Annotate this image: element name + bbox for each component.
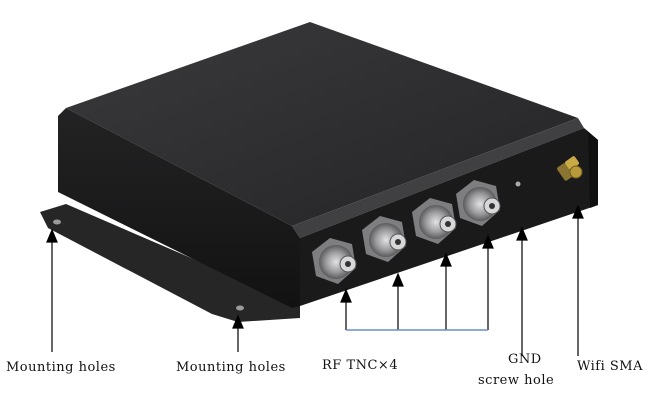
label-gnd: GND: [508, 352, 542, 367]
tnc-connector-icon: [362, 216, 407, 262]
screw-hole-icon: [515, 181, 521, 187]
callout-arrows: [46, 204, 584, 356]
tnc-connector-icon: [456, 180, 501, 226]
label-mounting-holes-right: Mounting holes: [176, 360, 286, 375]
label-mounting-holes-left: Mounting holes: [6, 360, 116, 375]
label-screw-hole: screw hole: [478, 373, 555, 388]
sma-connector-icon: [557, 156, 583, 181]
mounting-hole-right-icon: [236, 305, 244, 311]
enclosure-top-bevel: [292, 118, 584, 238]
tnc-connector-icon: [312, 238, 357, 284]
tnc-connector-icon: [412, 198, 457, 244]
enclosure-side-wall: [584, 128, 598, 208]
mounting-hole-left-icon: [53, 219, 61, 225]
enclosure-top: [66, 22, 578, 226]
base-flange: [40, 204, 300, 322]
enclosure-front-left: [58, 108, 300, 308]
label-wifi-sma: Wifi SMA: [577, 359, 643, 374]
label-rf-tnc: RF TNC×4: [322, 358, 399, 373]
